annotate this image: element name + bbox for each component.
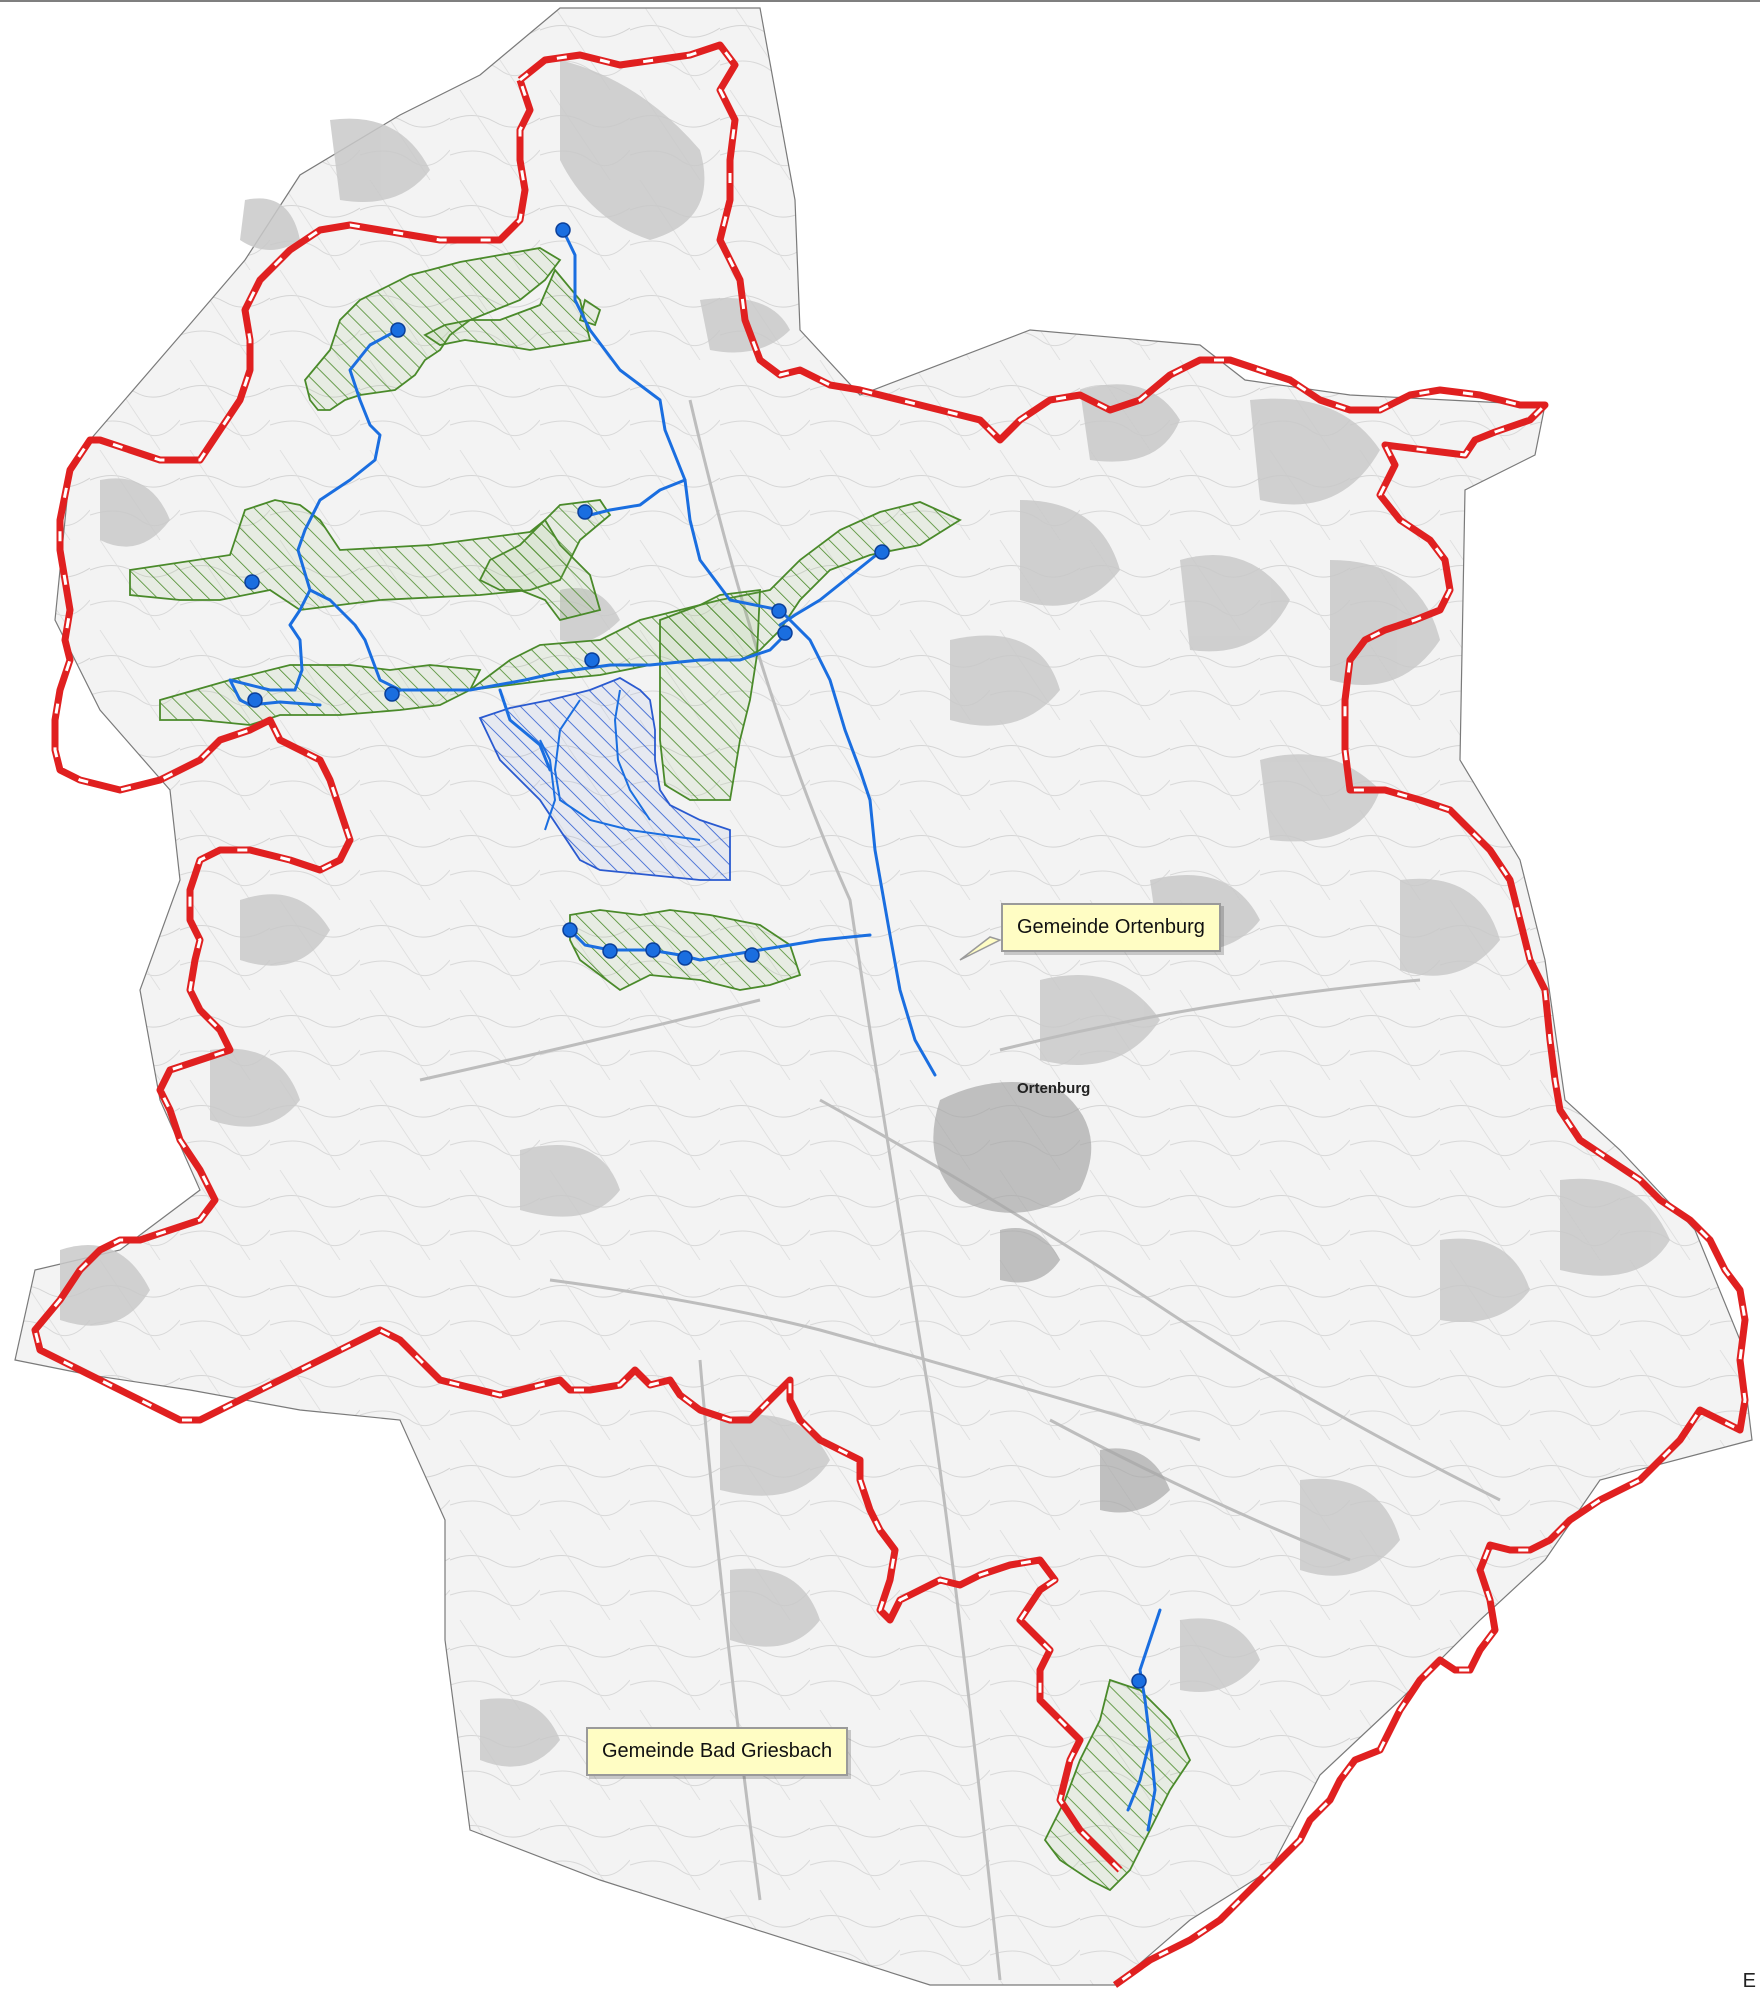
callout-pointer-icon	[959, 936, 1003, 961]
floodplain-blue	[478, 676, 731, 881]
roads	[419, 399, 1501, 1981]
tributaries	[539, 689, 701, 841]
municipal-boundary	[31, 41, 1749, 1988]
municipality-label-bad-griesbach: Gemeinde Bad Griesbach	[586, 1727, 849, 1776]
town-name: Ortenburg	[1017, 1080, 1090, 1097]
municipality-label-ortenburg: Gemeinde Ortenburg	[1001, 903, 1221, 952]
measuring-point-icon[interactable]	[244, 222, 1147, 1689]
watercourses	[228, 228, 1162, 1832]
corner-text: E	[1742, 1970, 1756, 1992]
town-area	[933, 1082, 1170, 1513]
base-map-area	[14, 7, 1753, 1986]
forest-areas	[60, 60, 1670, 1767]
